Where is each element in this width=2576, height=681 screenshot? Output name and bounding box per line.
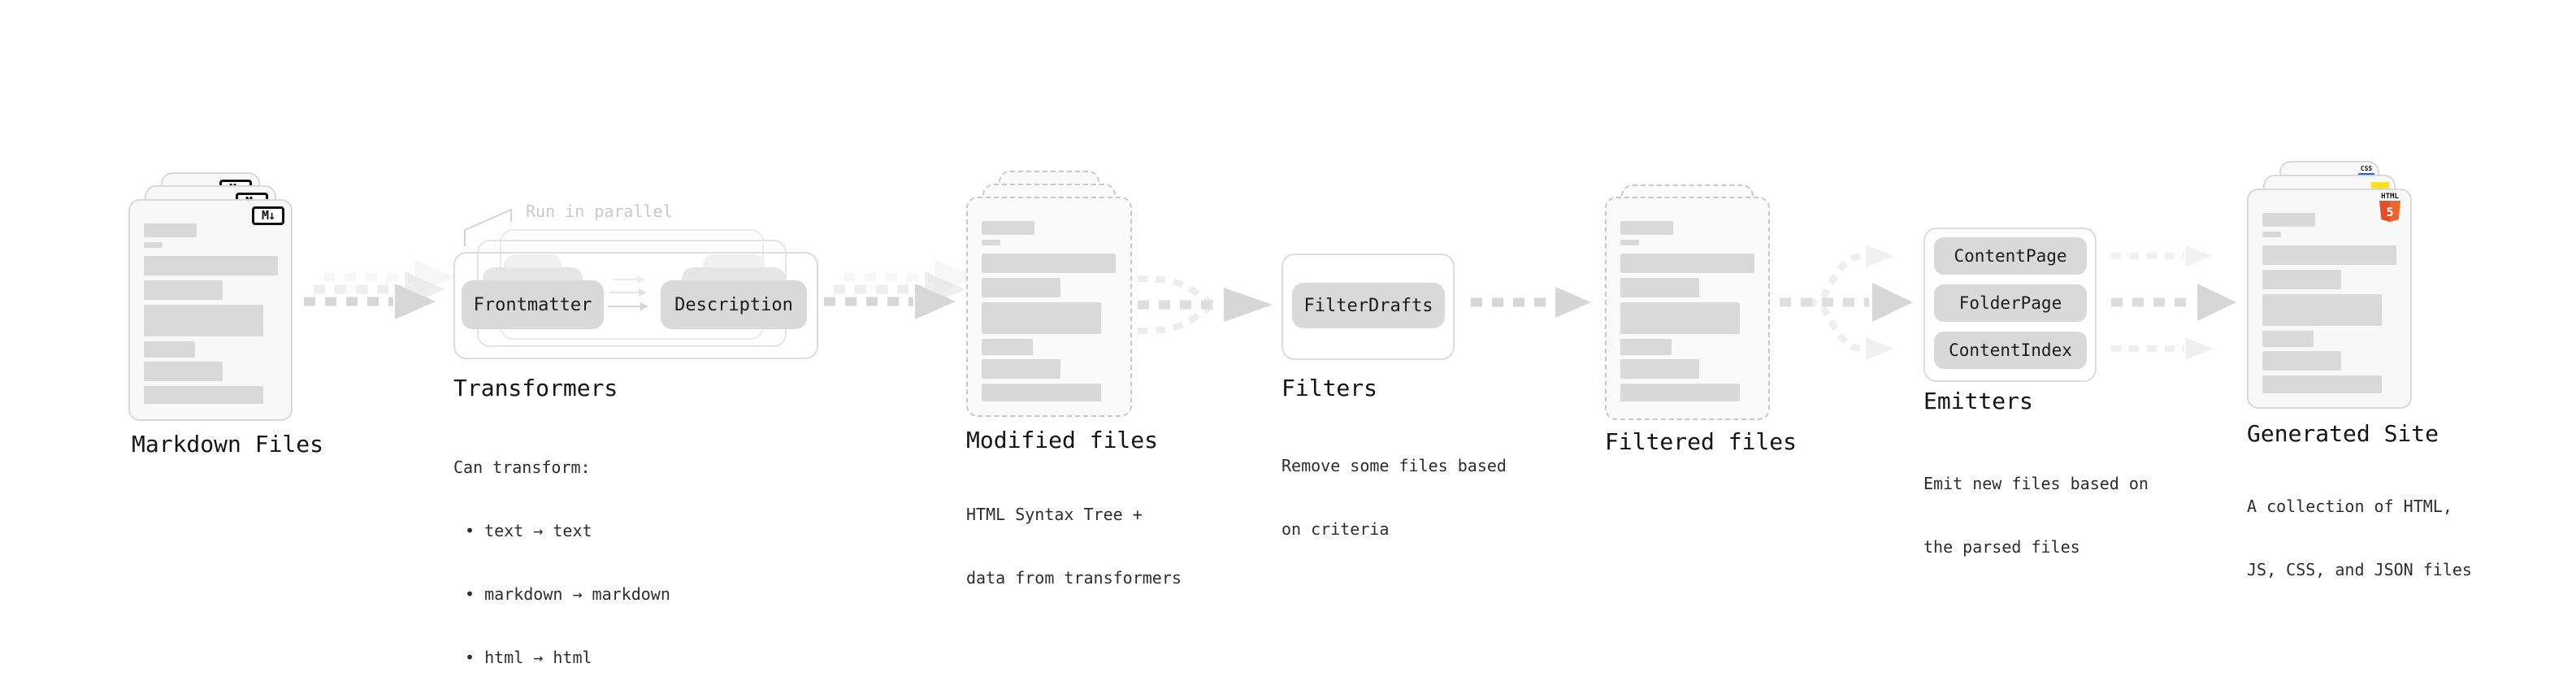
- filtered-files-label: Filtered files: [1605, 428, 1798, 455]
- emitters-label: Emitters: [1923, 388, 2033, 414]
- fan-out-arrows: [1780, 245, 1913, 360]
- description-line: data from transformers: [966, 568, 1182, 588]
- text-line-placeholder: [2262, 270, 2341, 289]
- filters-description: Remove some files based on criteria: [1281, 413, 1507, 582]
- text-line-placeholder: [1620, 240, 1639, 245]
- text-line-placeholder: [2262, 232, 2281, 237]
- description-line: • markdown → markdown: [465, 584, 670, 604]
- description-line: Remove some files based: [1281, 456, 1507, 475]
- site-file-card-html: HTML 5: [2247, 189, 2412, 409]
- transformers-description: Can transform: • text → text • markdown …: [453, 414, 670, 681]
- text-line-placeholder: [982, 302, 1101, 334]
- modified-files-node: [966, 171, 1132, 417]
- markdown-files-label: Markdown Files: [132, 431, 324, 458]
- text-line-placeholder: [2262, 351, 2341, 371]
- description-line: on criteria: [1281, 519, 1390, 539]
- text-line-placeholder: [144, 223, 197, 237]
- text-line-placeholder: [982, 359, 1060, 379]
- contentpage-pill: ContentPage: [1934, 237, 2087, 275]
- annotation-leader-line: [464, 208, 512, 246]
- description-line: • text → text: [465, 521, 592, 540]
- css-badge-text: CSS: [2360, 165, 2373, 172]
- description-pill: Description: [661, 280, 807, 329]
- modified-file-card-front: [966, 197, 1132, 417]
- text-line-placeholder: [2262, 331, 2314, 347]
- transformers-box-front: [453, 252, 818, 359]
- description-line: Emit new files based on: [1923, 474, 2149, 493]
- filtered-file-card-front: [1605, 197, 1770, 420]
- description-line: JS, CSS, and JSON files: [2247, 560, 2472, 579]
- modified-files-description: HTML Syntax Tree + data from transformer…: [966, 462, 1182, 631]
- text-line-placeholder: [1620, 302, 1740, 334]
- text-line-placeholder: [982, 221, 1034, 235]
- text-line-placeholder: [1620, 278, 1699, 297]
- description-line: A collection of HTML,: [2247, 497, 2452, 516]
- description-line: HTML Syntax Tree +: [966, 505, 1143, 524]
- emitters-box: [1923, 228, 2097, 382]
- markdown-icon: M↓: [252, 206, 284, 225]
- html5-badge-text: HTML: [2381, 193, 2399, 201]
- generated-site-node: CSS HTML 5: [2247, 161, 2412, 409]
- text-line-placeholder: [144, 305, 263, 336]
- flow-arrow: [1471, 287, 1591, 318]
- description-line: • html → html: [465, 648, 592, 667]
- svg-text:5: 5: [2386, 205, 2393, 219]
- text-line-placeholder: [1620, 221, 1673, 235]
- transformers-label: Transformers: [453, 375, 618, 401]
- text-line-placeholder: [144, 362, 223, 381]
- text-line-placeholder: [982, 384, 1101, 401]
- text-line-placeholder: [144, 280, 223, 300]
- filtered-files-node: [1605, 184, 1770, 420]
- emitter-output-arrows: [2111, 245, 2236, 359]
- modified-files-label: Modified files: [966, 427, 1159, 453]
- css3-icon: CSS: [2358, 166, 2374, 176]
- text-line-placeholder: [1620, 384, 1740, 401]
- flow-arrow-stacked: [824, 259, 975, 319]
- text-line-placeholder: [982, 240, 1000, 245]
- emitters-description: Emit new files based on the parsed files: [1923, 431, 2149, 600]
- filters-box: [1281, 254, 1455, 360]
- filters-label: Filters: [1281, 375, 1378, 401]
- folderpage-pill: FolderPage: [1934, 284, 2087, 322]
- text-line-placeholder: [982, 254, 1116, 273]
- description-line: the parsed files: [1923, 537, 2080, 557]
- filterdrafts-pill: FilterDrafts: [1292, 283, 1445, 328]
- markdown-files-node: M↓ M↓ M↓: [128, 172, 293, 421]
- javascript-icon: [2371, 182, 2389, 190]
- markdown-file-card-front: M↓: [128, 199, 293, 421]
- fan-in-arrows: [1137, 275, 1273, 334]
- text-line-placeholder: [144, 242, 163, 248]
- text-line-placeholder: [2262, 245, 2396, 265]
- contentindex-pill: ContentIndex: [1934, 332, 2087, 369]
- html5-shield: 5: [2379, 201, 2400, 222]
- text-line-placeholder: [982, 339, 1033, 355]
- flow-arrow-stacked: [304, 259, 455, 319]
- text-line-placeholder: [2262, 213, 2315, 227]
- html5-icon: HTML 5: [2379, 193, 2401, 226]
- text-line-placeholder: [2262, 294, 2382, 326]
- frontmatter-pill: Frontmatter: [462, 280, 604, 329]
- text-line-placeholder: [1620, 339, 1672, 355]
- generated-site-label: Generated Site: [2247, 420, 2439, 447]
- run-in-parallel-annotation: Run in parallel: [526, 202, 673, 221]
- parallel-arrows: [608, 275, 648, 310]
- generated-site-description: A collection of HTML, JS, CSS, and JSON …: [2247, 453, 2472, 622]
- description-line: Can transform:: [453, 458, 591, 477]
- text-line-placeholder: [144, 341, 195, 358]
- text-line-placeholder: [144, 386, 263, 404]
- text-line-placeholder: [1620, 359, 1699, 379]
- text-line-placeholder: [982, 278, 1060, 297]
- css-badge-underline: [2358, 173, 2374, 176]
- text-line-placeholder: [2262, 375, 2382, 393]
- text-line-placeholder: [144, 256, 278, 275]
- text-line-placeholder: [1620, 254, 1754, 273]
